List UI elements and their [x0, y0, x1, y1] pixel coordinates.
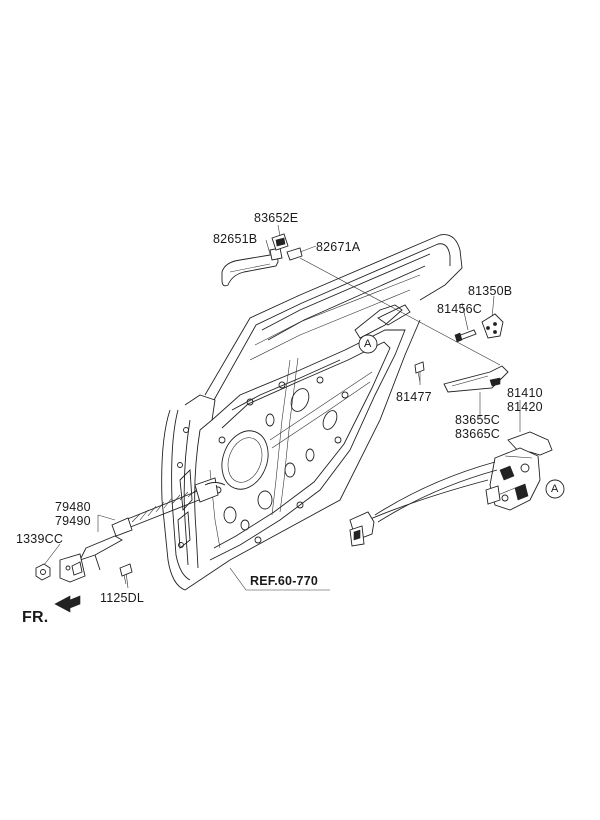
- screw-81477: [414, 361, 425, 383]
- marker-circles: [358, 334, 565, 499]
- bolt-1125DL: [119, 563, 133, 585]
- part-label-81477: 81477: [396, 390, 432, 404]
- part-label-82671A: 82671A: [316, 240, 361, 254]
- part-label-1339CC: 1339CC: [16, 532, 64, 546]
- part-label-82651B: 82651B: [213, 232, 258, 246]
- part-label-79480: 79480: [55, 500, 91, 514]
- marker-a-latch: A: [551, 483, 559, 495]
- part-label-83652E: 83652E: [254, 211, 299, 225]
- part-label-81420: 81420: [507, 400, 543, 414]
- part-label-81350B: 81350B: [468, 284, 513, 298]
- reference-label: REF.60-770: [250, 574, 319, 588]
- part-label-83655C: 83655C: [455, 413, 500, 427]
- nut-1339CC: [35, 563, 51, 581]
- outside-handle: [221, 247, 283, 287]
- door-checker: [59, 477, 226, 583]
- handle-bracket: [271, 233, 289, 251]
- part-label-81410: 81410: [507, 386, 543, 400]
- leader-lines: [43, 224, 521, 591]
- part-label-83665C: 83665C: [455, 427, 500, 441]
- part-label-79490: 79490: [55, 514, 91, 528]
- door-panel: [161, 234, 463, 591]
- inside-handle-parts: [454, 313, 504, 343]
- part-label-81456C: 81456C: [437, 302, 482, 316]
- front-direction-label: FR.: [22, 609, 49, 626]
- handle-cover: [286, 247, 303, 261]
- inside-handle-lever: [443, 365, 509, 393]
- part-label-1125DL: 1125DL: [100, 591, 145, 605]
- marker-a-door: A: [364, 338, 372, 350]
- latch-cables: [349, 461, 498, 547]
- door-latch: [485, 431, 553, 511]
- front-arrow-icon: [54, 595, 81, 613]
